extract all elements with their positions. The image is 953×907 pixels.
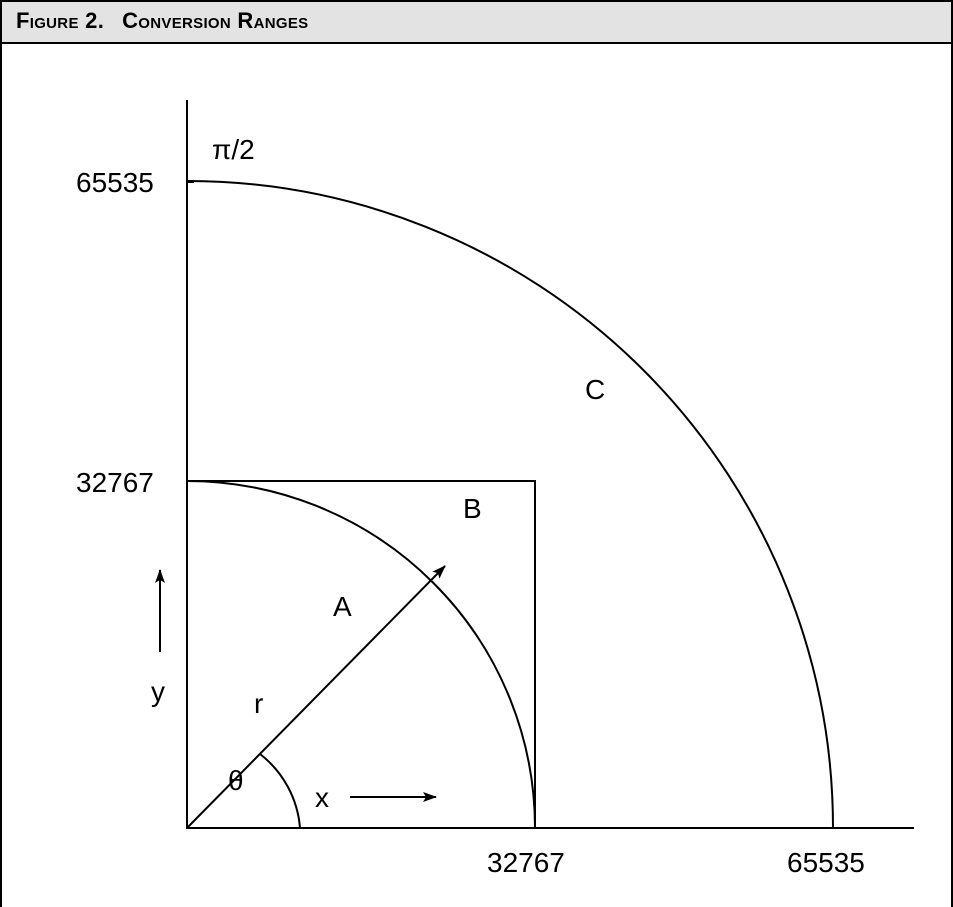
quarter-arc-a	[186, 480, 536, 829]
theta-label: θ	[228, 765, 244, 796]
x-direction-label: x	[315, 782, 329, 813]
theta-arc	[259, 753, 301, 829]
figure-caption: Figure 2. Conversion Ranges	[16, 8, 308, 34]
y-direction-label: y	[151, 676, 165, 707]
y-tick-label-top: 65535	[76, 167, 154, 198]
radius-label: r	[254, 688, 263, 719]
quarter-arc-c	[186, 180, 834, 829]
square-region-b	[186, 480, 536, 829]
figure-title: Conversion Ranges	[122, 8, 309, 33]
y-tick-label-mid: 32767	[76, 467, 154, 498]
region-label-a: A	[333, 591, 352, 622]
angle-label-pi-over-2: π/2	[212, 134, 255, 165]
x-tick-label-right: 65535	[787, 847, 865, 878]
radius-arrow	[186, 565, 446, 829]
figure-number: Figure 2.	[16, 8, 105, 33]
figure-header: Figure 2. Conversion Ranges	[2, 2, 951, 44]
region-label-b: B	[463, 493, 482, 524]
region-label-c: C	[585, 374, 605, 405]
x-tick-label-mid: 32767	[487, 847, 565, 878]
